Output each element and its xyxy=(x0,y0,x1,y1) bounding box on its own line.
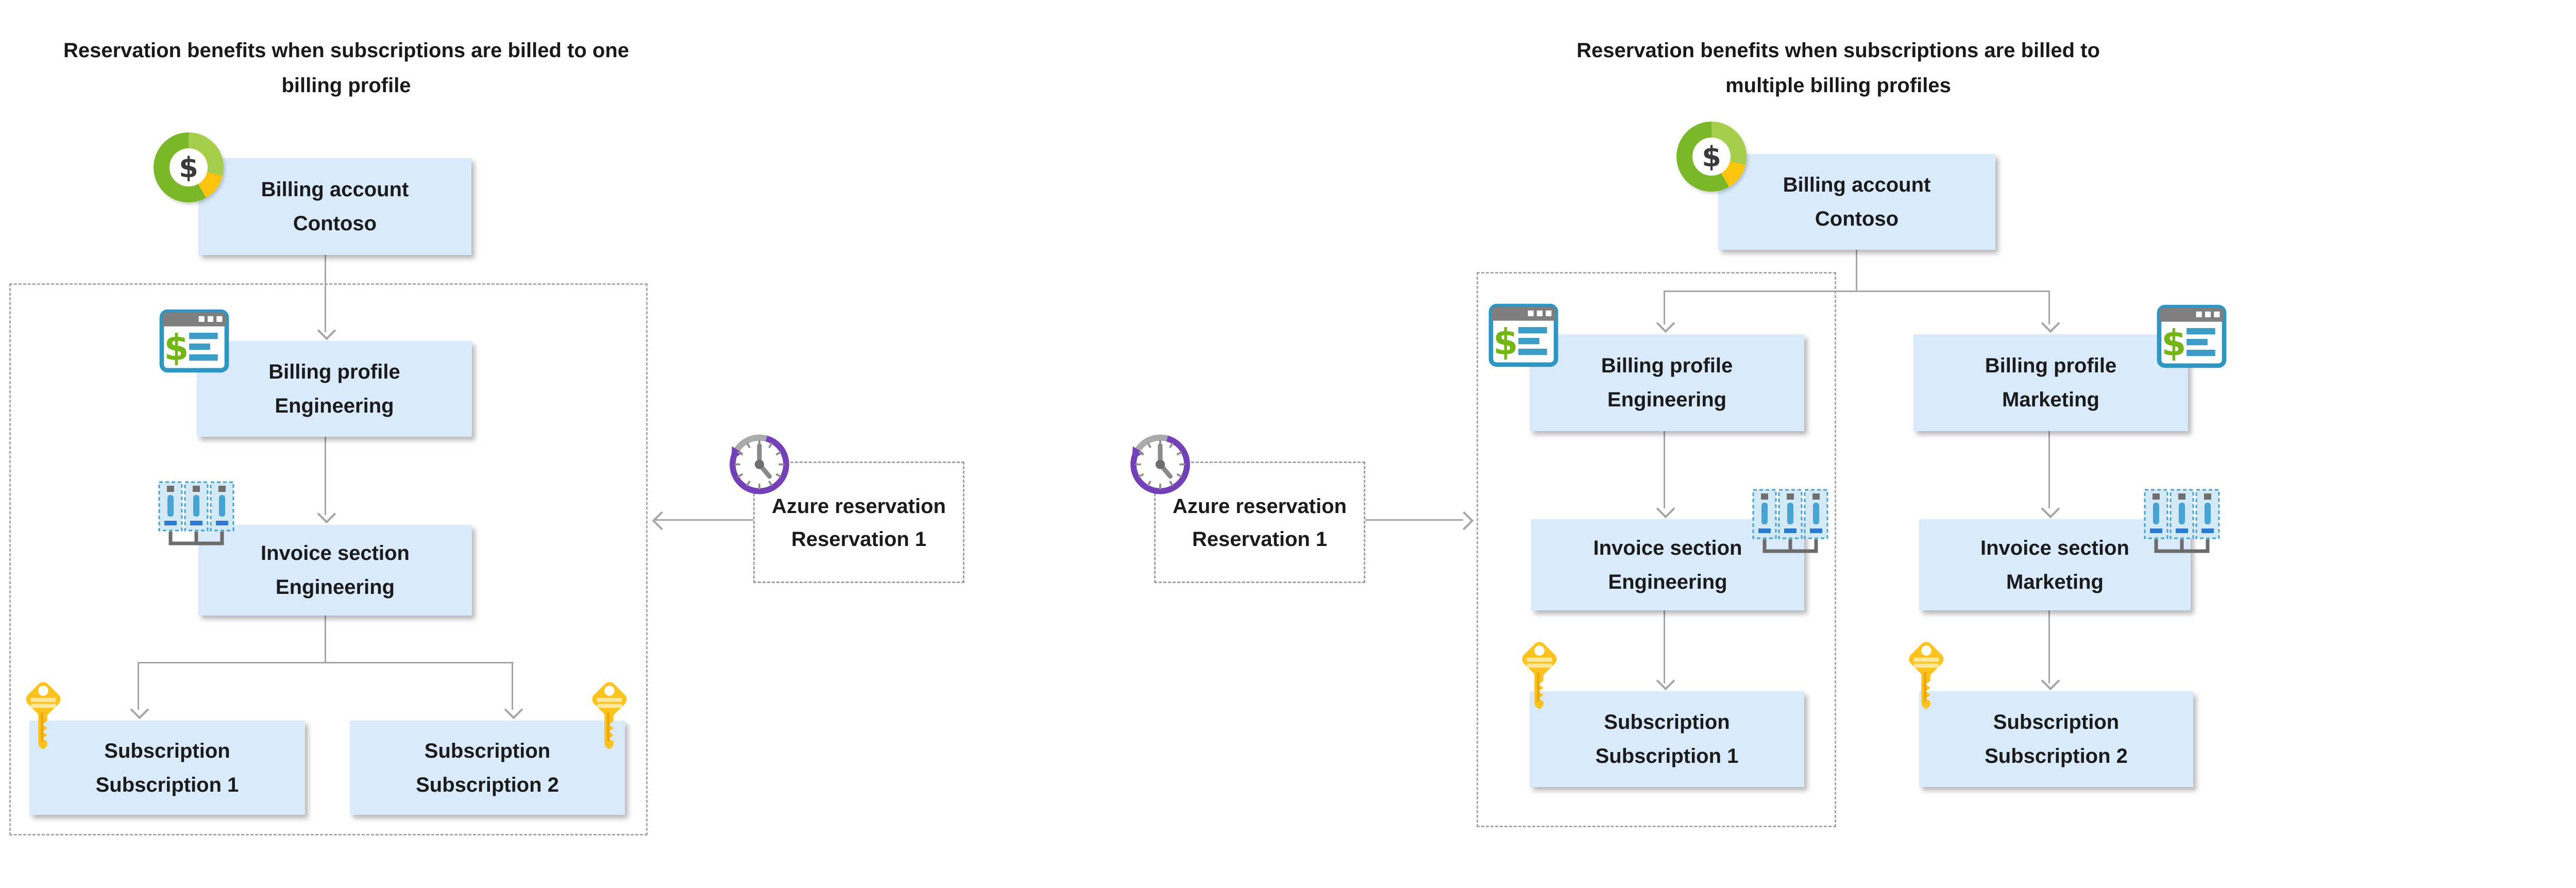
billing-profile-icon xyxy=(2157,304,2227,368)
billing-profile-marketing-node: Billing profile Marketing xyxy=(1913,334,2188,431)
connector-billing-account-to-billing-profile xyxy=(325,255,326,332)
connector-to-billing-profile-marketing xyxy=(2048,291,2050,325)
node-name-label: Subscription 1 xyxy=(95,773,239,796)
node-name-label: Subscription 2 xyxy=(416,773,559,796)
node-type-label: Invoice section xyxy=(1980,536,2129,559)
connector-split-bar xyxy=(1664,291,2050,292)
invoice-section-icon xyxy=(1752,488,1829,559)
node-name-label: Subscription 2 xyxy=(1985,745,2128,767)
billing-account-node: Billing account Contoso xyxy=(198,158,471,255)
azure-reservation-box-left: Azure reservation Reservation 1 xyxy=(753,462,964,583)
connector-billing-account-stem xyxy=(1856,250,1857,292)
billing-account-node: Billing account Contoso xyxy=(1718,154,1995,250)
node-type-label: Billing profile xyxy=(1985,354,2117,377)
billing-account-donut-icon: $ xyxy=(1676,122,1747,192)
arrowhead-right-icon xyxy=(1454,511,1474,531)
arrowhead-down-icon xyxy=(2041,671,2060,691)
node-name-label: Engineering xyxy=(1607,388,1727,411)
subscription-key-icon xyxy=(587,679,632,751)
billing-profile-engineering-node: Billing profile Engineering xyxy=(1530,334,1804,431)
subscription-key-icon xyxy=(1904,639,1949,711)
reservation-type-label: Azure reservation xyxy=(1173,495,1347,518)
node-name-label: Contoso xyxy=(1815,208,1899,230)
connector-reservation-to-right-scope xyxy=(1365,519,1463,521)
arrowhead-down-icon xyxy=(2041,314,2060,333)
node-type-label: Subscription xyxy=(424,739,551,762)
subscription-1-node: Subscription Subscription 1 xyxy=(29,721,305,815)
reservation-name-label: Reservation 1 xyxy=(791,528,927,551)
node-name-label: Marketing xyxy=(2006,570,2104,593)
node-type-label: Invoice section xyxy=(261,542,410,565)
node-type-label: Billing profile xyxy=(1601,354,1733,377)
left-billing-profile-scope-box xyxy=(9,283,648,835)
connector-invoice-section-stem xyxy=(325,616,326,663)
left-title-line-2: billing profile xyxy=(281,74,411,97)
connector-invoice-to-subscription-2 xyxy=(2048,610,2050,684)
azure-reservation-box-right: Azure reservation Reservation 1 xyxy=(1154,462,1365,583)
reservation-name-label: Reservation 1 xyxy=(1192,528,1328,551)
connector-split-bar xyxy=(138,662,514,663)
arrowhead-left-icon xyxy=(652,511,671,531)
connector-profile-to-invoice-engineering xyxy=(1664,431,1665,508)
node-type-label: Billing profile xyxy=(268,361,400,383)
node-name-label: Marketing xyxy=(2002,388,2099,411)
node-name-label: Subscription 1 xyxy=(1595,745,1739,767)
node-type-label: Subscription xyxy=(1604,711,1730,733)
connector-profile-to-invoice-marketing xyxy=(2048,431,2050,508)
connector-invoice-to-subscription-1 xyxy=(1664,610,1665,684)
right-engineering-scope-box xyxy=(1477,272,1836,827)
dollar-glyph: $ xyxy=(1702,140,1721,173)
invoice-section-icon xyxy=(158,481,235,552)
right-title-line-1: Reservation benefits when subscriptions … xyxy=(1577,39,2100,62)
node-type-label: Subscription xyxy=(104,739,230,762)
connector-to-subscription-1 xyxy=(138,662,139,710)
node-type-label: Subscription xyxy=(1993,711,2120,733)
dollar-glyph: $ xyxy=(179,151,198,184)
left-diagram-title: Reservation benefits when subscriptions … xyxy=(0,33,692,103)
node-name-label: Engineering xyxy=(1608,570,1727,593)
connector-billing-profile-to-invoice-section xyxy=(325,437,326,515)
subscription-key-icon xyxy=(1517,639,1562,711)
subscription-key-icon xyxy=(21,679,66,751)
node-name-label: Contoso xyxy=(293,212,377,235)
connector-to-billing-profile-engineering xyxy=(1664,291,1665,325)
invoice-section-node: Invoice section Engineering xyxy=(198,525,472,616)
reservation-clock-icon xyxy=(726,430,793,497)
node-name-label: Engineering xyxy=(275,576,395,599)
arrowhead-down-icon xyxy=(2041,499,2060,519)
invoice-section-icon xyxy=(2143,488,2221,559)
subscription-2-node: Subscription Subscription 2 xyxy=(1919,691,2193,787)
subscription-2-node: Subscription Subscription 2 xyxy=(350,721,625,815)
right-diagram-title: Reservation benefits when subscriptions … xyxy=(1478,33,2199,103)
right-title-line-2: multiple billing profiles xyxy=(1725,74,1951,97)
node-type-label: Billing account xyxy=(261,178,409,201)
reservation-clock-icon xyxy=(1127,430,1194,497)
node-type-label: Invoice section xyxy=(1593,536,1742,559)
billing-profile-node: Billing profile Engineering xyxy=(197,341,472,437)
node-name-label: Engineering xyxy=(275,395,394,417)
billing-profile-icon xyxy=(1488,303,1558,367)
reservation-type-label: Azure reservation xyxy=(772,495,946,518)
billing-account-donut-icon: $ xyxy=(154,132,224,202)
connector-to-subscription-2 xyxy=(512,662,513,710)
connector-reservation-to-left-scope xyxy=(655,519,753,521)
left-title-line-1: Reservation benefits when subscriptions … xyxy=(63,39,629,62)
billing-profile-icon xyxy=(159,309,229,373)
subscription-1-node: Subscription Subscription 1 xyxy=(1530,691,1804,787)
node-type-label: Billing account xyxy=(1783,174,1931,196)
invoice-section-engineering-node: Invoice section Engineering xyxy=(1531,519,1804,610)
